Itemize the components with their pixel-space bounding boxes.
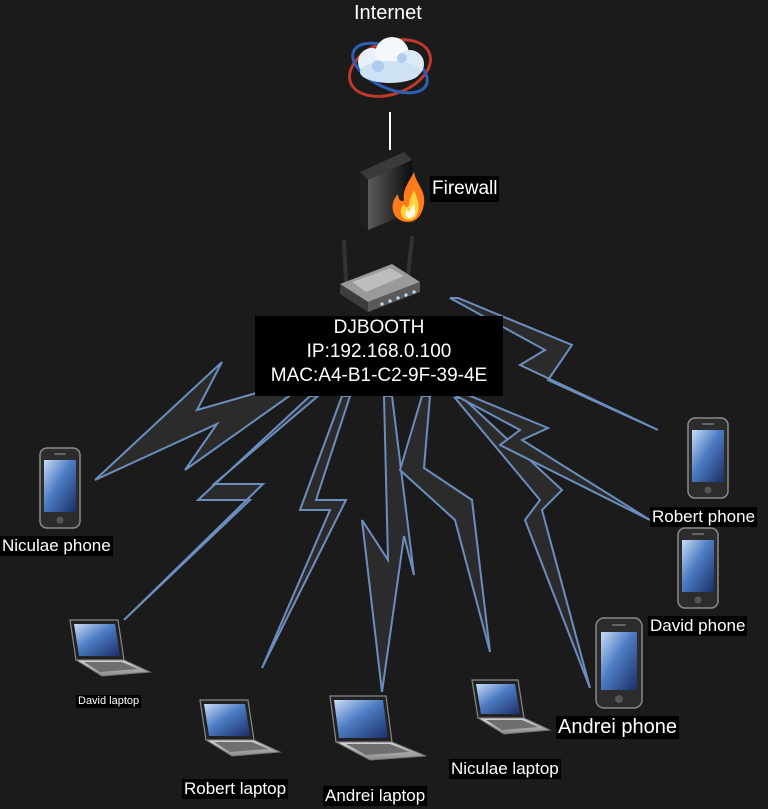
wireless-link-andrei-laptop [361,395,415,693]
internet-cloud-icon [348,37,432,98]
robert-phone-icon [687,417,729,499]
device-label-andrei-laptop: Andrei laptop [323,786,428,806]
wireless-links [94,297,659,693]
andrei-laptop-icon [329,695,427,761]
router-info-box: DJBOOTH IP:192.168.0.100 MAC:A4-B1-C2-9F… [255,316,503,396]
wireless-link-robert-laptop [261,395,352,669]
device-label-niculae-phone: Niculae phone [0,536,113,556]
andrei-phone-icon [595,617,643,709]
device-label-andrei-phone: Andrei phone [556,716,679,739]
robert-laptop-icon [199,699,282,757]
wireless-link-niculae-laptop [398,395,491,653]
router-name: DJBOOTH [333,317,425,338]
device-label-david-laptop: David laptop [76,695,142,708]
device-label-david-phone: David phone [648,616,748,636]
wireless-link-david-laptop [123,395,321,621]
device-label-niculae-laptop: Niculae laptop [449,759,561,779]
firewall-label: Firewall [430,176,500,202]
device-label-robert-phone: Robert phone [650,507,758,527]
david-phone-icon [677,527,719,609]
niculae-laptop-icon [471,679,552,735]
router-ip: IP:192.168.0.100 [306,341,452,362]
david-laptop-icon [69,619,152,677]
niculae-phone-icon [39,447,81,529]
internet-label: Internet [354,2,422,24]
router-mac: MAC:A4-B1-C2-9F-39-4E [270,365,488,386]
device-label-robert-laptop: Robert laptop [182,779,289,799]
wireless-link-robert-phone [449,297,659,431]
router-icon [340,236,420,312]
firewall-icon [360,152,425,230]
